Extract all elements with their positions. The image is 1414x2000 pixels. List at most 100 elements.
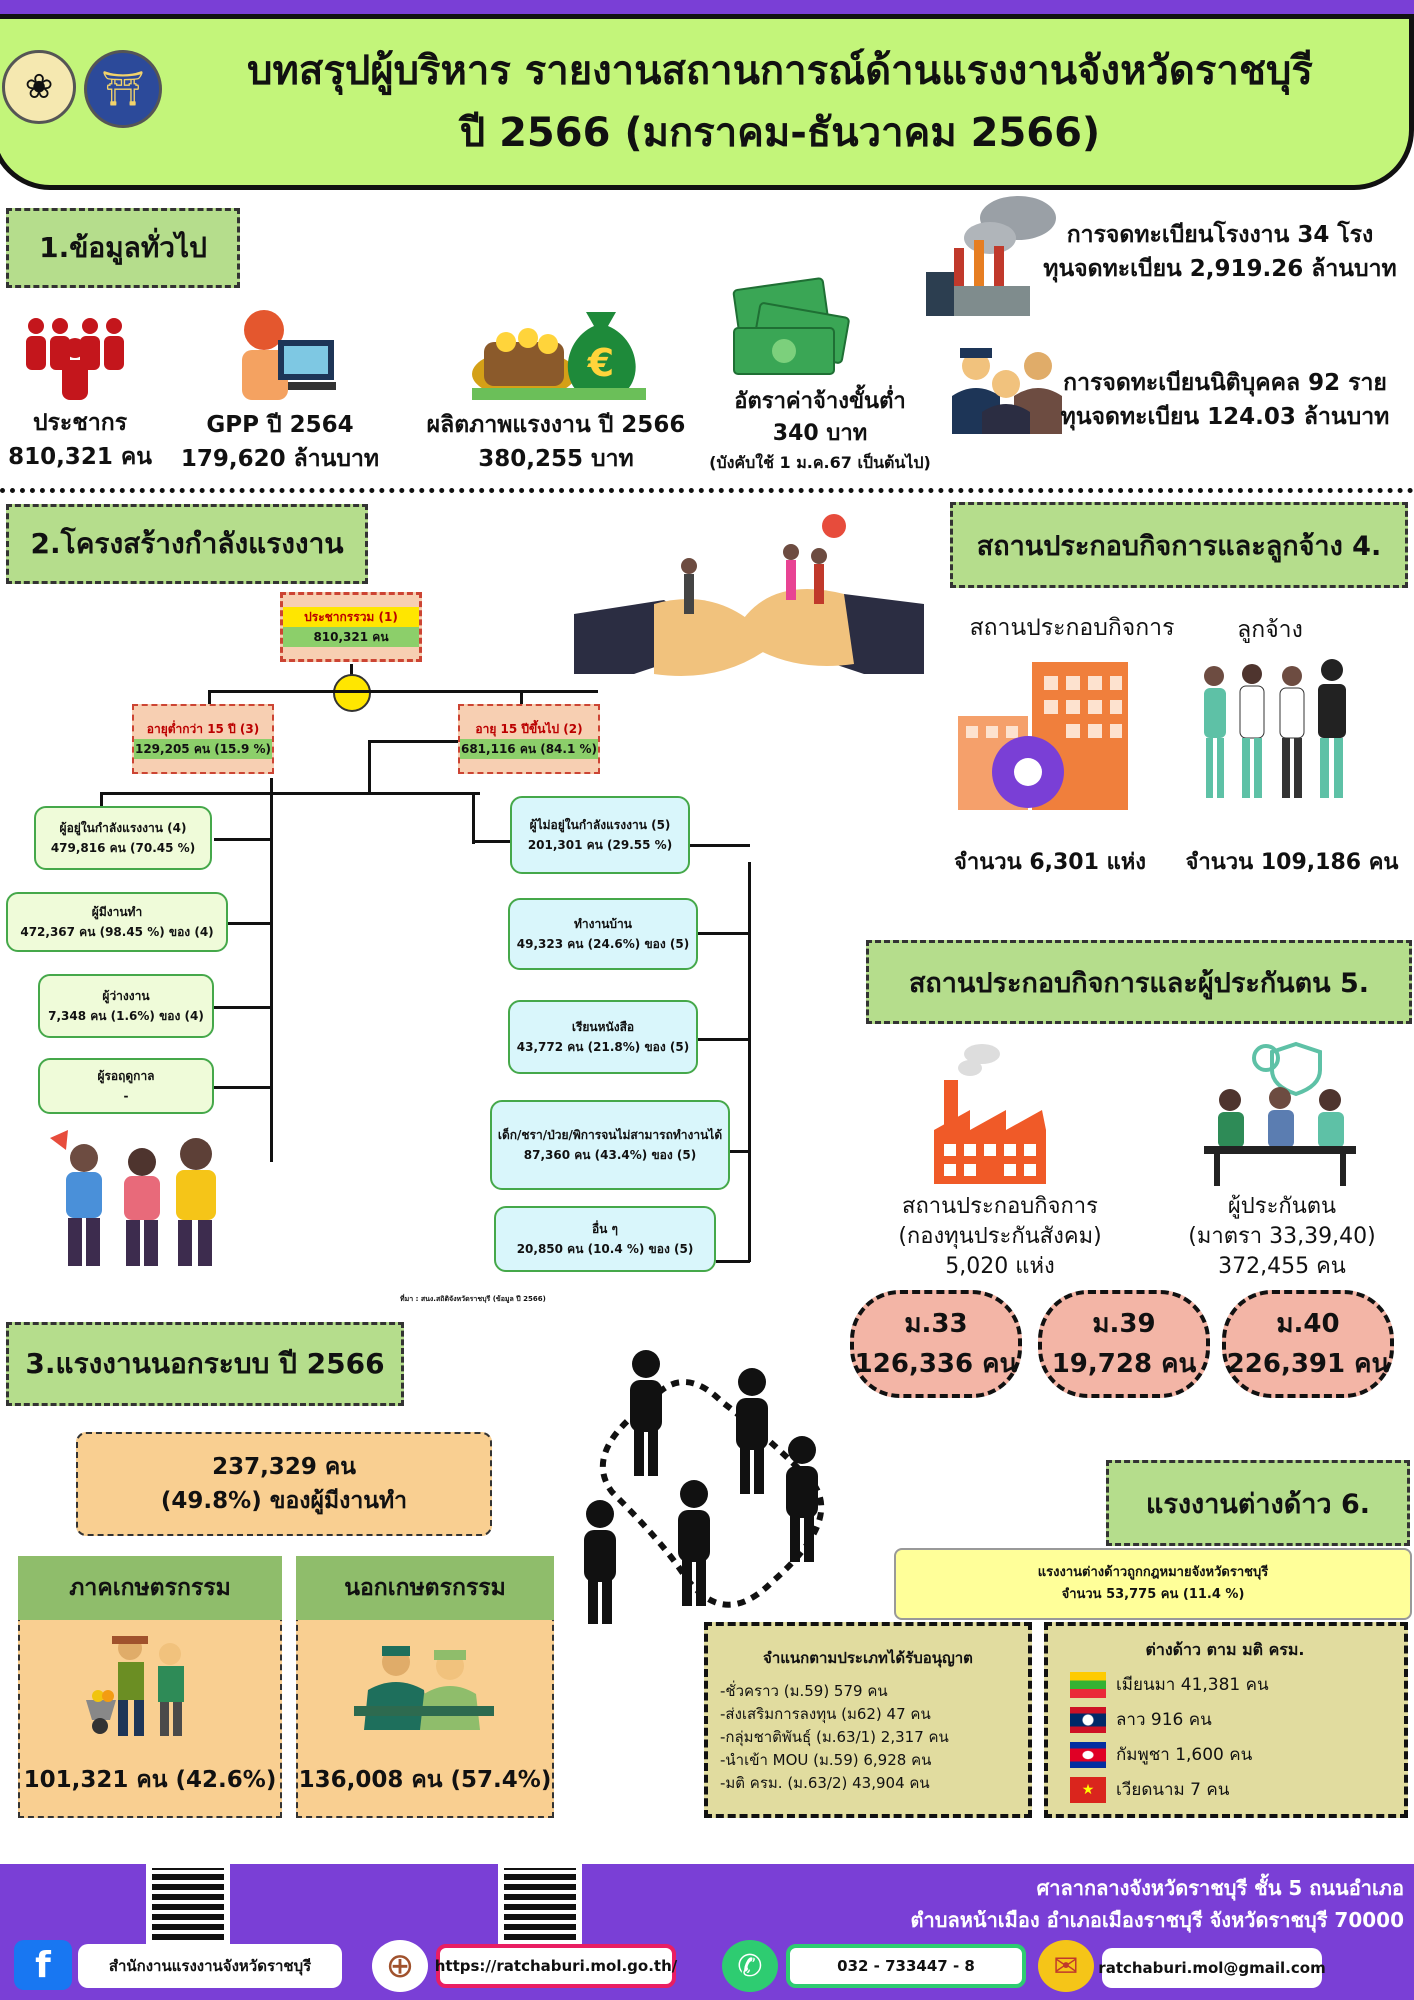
node-label: อื่น ๆ: [591, 1222, 619, 1236]
informal-total-share: (49.8%) ของผู้มีงานทำ: [160, 1488, 408, 1514]
migration-network-illustration: [584, 1350, 825, 1624]
badge-label: ม.40: [1276, 1309, 1340, 1339]
address-line-1: ศาลากลางจังหวัดราชบุรี ชั้น 5 ถนนอำเภอ: [1036, 1876, 1404, 1900]
handshake-illustration: [574, 514, 924, 676]
section4-establishment-label: สถานประกอบกิจการ: [969, 615, 1175, 641]
permit-type-title: จำแนกตามประเภทได้รับอนุญาต: [763, 1649, 973, 1667]
productivity-stat: ผลิตภาพแรงงาน ปี 2566 380,255 บาท: [410, 408, 702, 476]
connector: [214, 1006, 270, 1009]
myanmar-flag-icon: [1070, 1672, 1106, 1698]
facebook-link[interactable]: สำนักงานแรงงานจังหวัดราชบุรี: [78, 1944, 342, 1988]
node-value: 472,367 คน (98.45 %) ของ (4): [20, 925, 214, 939]
wage-note: (บังคับใช้ 1 ม.ค.67 เป็นต้นไป): [709, 453, 931, 472]
section6-title: แรงงานต่างด้าว 6.: [1106, 1460, 1410, 1546]
section33-badge: ม.33 126,336 คน: [850, 1290, 1022, 1398]
node-labor-force: ผู้อยู่ในกำลังแรงงาน (4) 479,816 คน (70.…: [34, 806, 212, 870]
section4-title: สถานประกอบกิจการและลูกจ้าง 4.: [950, 502, 1408, 588]
email-link[interactable]: ratchaburi.mol@gmail.com: [1098, 1948, 1326, 1988]
section4-employee-value: จำนวน 109,186 คน: [1185, 850, 1399, 875]
node-label: ประชากรรวม (1): [283, 607, 419, 627]
qr-code-facebook[interactable]: [146, 1862, 230, 1946]
connector: [698, 932, 750, 935]
node-value: 7,348 คน (1.6%) ของ (4): [48, 1009, 204, 1023]
phone-number[interactable]: 032 - 733447 - 8: [786, 1944, 1026, 1988]
connector: [472, 840, 512, 843]
ss-insured-line-3: 372,455 คน: [1218, 1254, 1346, 1279]
node-unemployed: ผู้ว่างงาน 7,348 คน (1.6%) ของ (4): [38, 974, 214, 1038]
badge-value: 126,336 คน: [854, 1349, 1018, 1379]
permit-item: -นำเข้า MOU (ม.59) 6,928 คน: [720, 1751, 932, 1769]
badge-value: 19,728 คน: [1051, 1349, 1197, 1379]
connector: [214, 838, 270, 841]
permit-item: -ส่งเสริมการลงทุน (ม62) 47 คน: [720, 1705, 931, 1723]
connector: [208, 690, 598, 693]
node-label: เด็ก/ชรา/ป่วย/พิการจนไม่สามารถทำงานได้: [497, 1128, 723, 1142]
permit-type-list: -ชั่วคราว (ม.59) 579 คน -ส่งเสริมการลงทุ…: [720, 1680, 1020, 1795]
badge-label: ม.39: [1092, 1309, 1156, 1339]
population-label: ประชากร: [32, 410, 128, 436]
connector: [100, 792, 480, 795]
node-not-labor-force: ผู้ไม่อยู่ในกำลังแรงงาน (5) 201,301 คน (…: [510, 796, 690, 874]
permit-type-box: [704, 1622, 1032, 1818]
workers-group-illustration: [50, 1130, 216, 1266]
node-housework: ทำงานบ้าน 49,323 คน (24.6%) ของ (5): [508, 898, 698, 970]
phone-icon: ✆: [722, 1940, 778, 1992]
node-value: 129,205 คน (15.9 %): [134, 739, 272, 759]
connector: [214, 1086, 270, 1089]
country-text: ลาว 916 คน: [1116, 1710, 1212, 1730]
agriculture-value: 101,321 คน (42.6%): [23, 1767, 277, 1793]
website-link[interactable]: https://ratchaburi.mol.go.th/: [435, 1944, 677, 1988]
section40-badge: ม.40 226,391 คน: [1222, 1290, 1394, 1398]
node-label: ทำงานบ้าน: [573, 917, 632, 931]
social-security-factory-icon: [934, 1044, 1046, 1184]
junction-node: [333, 674, 371, 712]
population-value: 810,321 คน: [8, 444, 152, 470]
globe-icon: ⊕: [372, 1940, 428, 1992]
permit-item: -ชั่วคราว (ม.59) 579 คน: [720, 1682, 888, 1700]
wage-stat: อัตราค่าจ้างขั้นต่ำ 340 บาท (บังคับใช้ 1…: [700, 386, 940, 476]
wage-value: 340 บาท: [772, 421, 868, 446]
node-label: ผู้ว่างงาน: [102, 989, 150, 1003]
connector: [748, 862, 751, 1262]
cabinet-resolution-title: ต่างด้าว ตาม มติ ครม.: [1145, 1640, 1305, 1659]
node-studying: เรียนหนังสือ 43,772 คน (21.8%) ของ (5): [508, 1000, 698, 1074]
title-line-1: บทสรุปผู้บริหาร รายงานสถานการณ์ด้านแรงงา…: [247, 48, 1313, 94]
country-row-laos: ลาว 916 คน: [1070, 1703, 1390, 1738]
factory-registration: การจดทะเบียนโรงงาน 34 โรง ทุนจดทะเบียน 2…: [1040, 218, 1400, 286]
connector: [472, 792, 475, 844]
connector: [698, 1038, 750, 1041]
section39-badge: ม.39 19,728 คน: [1038, 1290, 1210, 1398]
node-value: 20,850 คน (10.4 %) ของ (5): [516, 1242, 694, 1256]
node-value: 201,301 คน (29.55 %): [527, 838, 673, 852]
legal-migrant-line-2: จำนวน 53,775 คน (11.4 %): [1061, 1587, 1245, 1602]
factory-line-1: การจดทะเบียนโรงงาน 34 โรง: [1066, 222, 1374, 248]
ss-insured-line-1: ผู้ประกันตน: [1227, 1194, 1337, 1219]
facebook-icon[interactable]: f: [14, 1940, 72, 1990]
farmers-icon: [86, 1636, 184, 1736]
ss-insured-line-2: (มาตรา 33,39,40): [1188, 1224, 1376, 1249]
permit-item: -มติ ครม. (ม.63/2) 43,904 คน: [720, 1774, 930, 1792]
node-others: อื่น ๆ 20,850 คน (10.4 %) ของ (5): [494, 1206, 716, 1272]
node-label: ผู้ไม่อยู่ในกำลังแรงงาน (5): [529, 818, 671, 832]
cambodia-flag-icon: [1070, 1742, 1106, 1768]
gpp-stat: GPP ปี 2564 179,620 ล้านบาท: [170, 408, 390, 476]
connector: [270, 778, 273, 1162]
informal-total-value: 237,329 คน: [212, 1454, 356, 1480]
connector: [100, 792, 103, 806]
country-text: เมียนมา 41,381 คน: [1116, 1675, 1269, 1695]
node-label: ผู้มีงานทำ: [91, 905, 143, 919]
node-seasonal: ผู้รอฤดูกาล -: [38, 1058, 214, 1114]
page-title: บทสรุปผู้บริหาร รายงานสถานการณ์ด้านแรงงา…: [150, 40, 1410, 164]
qr-code-website[interactable]: [498, 1862, 582, 1946]
node-value: 479,816 คน (70.45 %): [50, 841, 196, 855]
office-building-icon: [958, 662, 1128, 810]
gpp-value: 179,620 ล้านบาท: [180, 446, 380, 472]
non-agriculture-value: 136,008 คน (57.4%): [298, 1767, 552, 1793]
country-text: เวียดนาม 7 คน: [1116, 1780, 1230, 1800]
gpp-label: GPP ปี 2564: [206, 412, 354, 438]
ss-establishment-line-1: สถานประกอบกิจการ: [902, 1194, 1098, 1219]
connector: [520, 690, 523, 704]
node-value: 87,360 คน (43.4%) ของ (5): [523, 1148, 697, 1162]
ss-establishments: สถานประกอบกิจการ (กองทุนประกันสังคม) 5,0…: [880, 1192, 1120, 1282]
node-label: อายุต่ำกว่า 15 ปี (3): [146, 722, 260, 736]
